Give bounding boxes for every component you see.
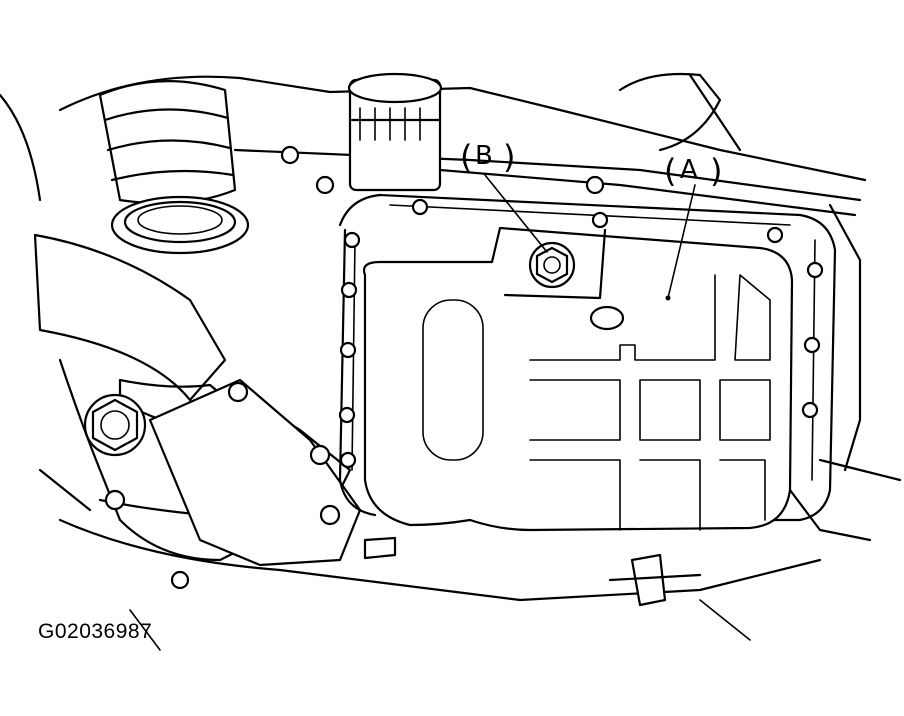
svg-text:(: ( [460, 138, 472, 176]
pan-flange [338, 193, 837, 522]
lower-brackets [280, 145, 702, 607]
filler-neck [347, 72, 443, 192]
leader-lines [484, 174, 696, 301]
drain-bolt-left [83, 393, 147, 457]
oil-pan [362, 226, 794, 532]
figure-code: G02036987 [38, 620, 153, 643]
callout-b-label: B [475, 141, 493, 171]
fill-plug-bolt [528, 241, 576, 289]
callout-a: ( A ) [664, 152, 722, 190]
svg-text:): ) [503, 138, 515, 176]
svg-text:): ) [710, 152, 722, 190]
intake-hose [98, 80, 250, 255]
svg-text:(: ( [664, 152, 676, 190]
callout-b: ( B ) [460, 138, 515, 176]
leader-line-b [484, 174, 548, 253]
callout-a-label: A [680, 155, 698, 185]
leader-line-a [667, 184, 696, 299]
left-housing [58, 358, 362, 590]
